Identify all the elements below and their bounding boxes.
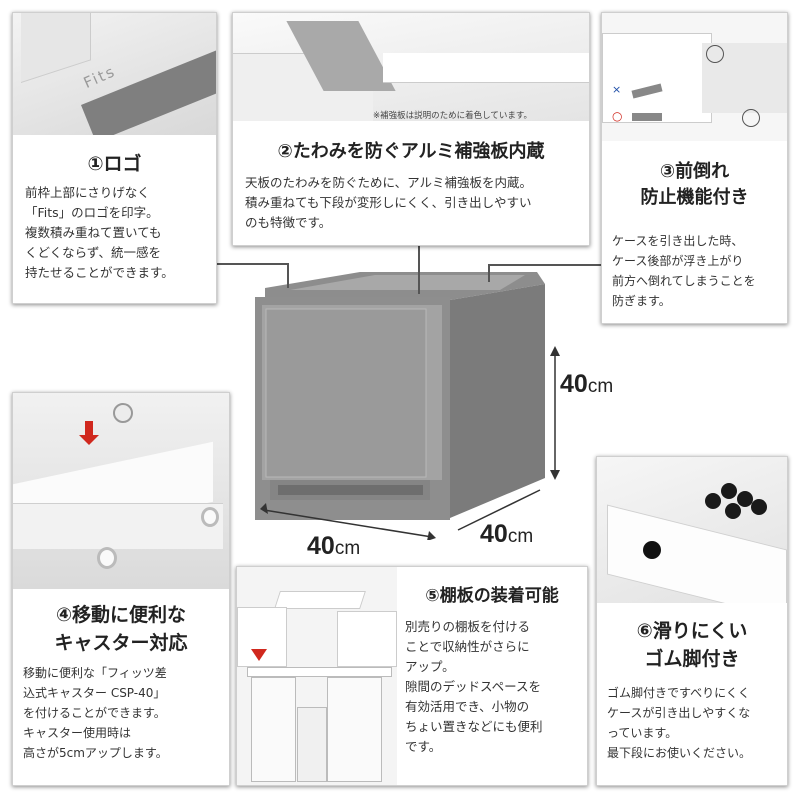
shelf-board bbox=[274, 591, 366, 609]
feature-caster-body: 移動に便利な「フィッツ差 込式キャスター CSP-40」 を付けることができます… bbox=[23, 666, 168, 760]
logo-mark: Fits bbox=[80, 61, 119, 93]
feature-rubber-feet-body: ゴム脚付きですべりにくく ケースが引き出しやすくな っています。 最下段にお使い… bbox=[607, 686, 752, 760]
zoom-circle-icon-2 bbox=[742, 109, 760, 127]
dimension-lines bbox=[260, 346, 560, 540]
reinforcement-note: ※補強板は説明のために着色しています。 bbox=[373, 111, 533, 121]
dimension-width: 40cm bbox=[307, 532, 361, 560]
red-arrow-icon bbox=[85, 421, 93, 435]
caster-photo bbox=[13, 393, 229, 589]
product-drawer-unit bbox=[255, 272, 545, 520]
reinforcement-photo bbox=[233, 13, 589, 121]
connector-logo-v bbox=[287, 263, 289, 288]
rubber-foot-icon bbox=[643, 541, 661, 559]
feature-rubber-feet-panel: ⑥滑りにくい ゴム脚付き ゴム脚付きですべりにくく ケースが引き出しやすくな っ… bbox=[596, 456, 788, 786]
connector-reinforcement bbox=[418, 246, 420, 294]
feature-logo-panel: Fits ①ロゴ 前枠上部にさりげなく 「Fits」のロゴを印字。 複数積み重ね… bbox=[12, 12, 217, 304]
red-arrow-head-icon bbox=[79, 435, 99, 445]
feature-anti-tip-panel: × ○ ③前倒れ 防止機能付き ケースを引き出した時、 ケース後部が浮き上がり … bbox=[601, 12, 788, 324]
feature-caster-title: ④移動に便利な キャスター対応 bbox=[54, 604, 188, 654]
feature-reinforcement-panel: ※補強板は説明のために着色しています。 ②たわみを防ぐアルミ補強板内蔵 天板のた… bbox=[232, 12, 590, 246]
connector-anti-tip-v bbox=[488, 264, 490, 282]
logo-photo: Fits bbox=[13, 13, 216, 135]
rubber-feet-group bbox=[705, 483, 769, 519]
feature-anti-tip-body: ケースを引き出した時、 ケース後部が浮き上がり 前方へ倒れてしまうことを 防ぎま… bbox=[612, 234, 756, 308]
feature-reinforcement-title: ②たわみを防ぐアルミ補強板内蔵 bbox=[277, 141, 545, 162]
feature-caster-panel: ④移動に便利な キャスター対応 移動に便利な「フィッツ差 込式キャスター CSP… bbox=[12, 392, 230, 786]
feature-shelf-panel: ⑤棚板の装着可能 別売りの棚板を付ける ことで収納性がさらに アップ。 隙間のデ… bbox=[236, 566, 588, 786]
feature-anti-tip-title: ③前倒れ 防止機能付き bbox=[640, 161, 749, 208]
unit-drawer-face bbox=[265, 308, 427, 478]
caster-wheel-icon bbox=[113, 403, 133, 423]
unit-side bbox=[450, 284, 545, 518]
rubber-feet-photo bbox=[597, 457, 787, 603]
ng-mark: × bbox=[612, 83, 622, 96]
feature-logo-title: ①ロゴ bbox=[87, 153, 142, 175]
shelf-photo bbox=[237, 567, 397, 785]
caster-wheel-left bbox=[97, 547, 117, 569]
connector-anti-tip-h bbox=[488, 264, 601, 266]
shelf-arrow-icon bbox=[251, 649, 267, 661]
zoom-circle-icon bbox=[706, 45, 724, 63]
caster-wheel-right bbox=[201, 507, 219, 527]
ok-mark: ○ bbox=[612, 109, 623, 123]
feature-shelf-body: 別売りの棚板を付ける ことで収納性がさらに アップ。 隙間のデッドスペースを 有… bbox=[405, 619, 543, 754]
connector-logo bbox=[217, 263, 289, 265]
dimension-depth: 40cm bbox=[480, 520, 534, 548]
feature-reinforcement-body: 天板のたわみを防ぐために、アルミ補強板を内蔵。 積み重ねても下段が変形しにくく、… bbox=[245, 175, 533, 230]
feature-shelf-title: ⑤棚板の装着可能 bbox=[425, 586, 559, 606]
dimension-height: 40cm bbox=[560, 370, 614, 398]
feature-logo-body: 前枠上部にさりげなく 「Fits」のロゴを印字。 複数積み重ねて置いても くどく… bbox=[25, 185, 174, 280]
anti-tip-photo: × ○ bbox=[602, 13, 787, 141]
feature-rubber-feet-title: ⑥滑りにくい ゴム脚付き bbox=[636, 620, 748, 670]
